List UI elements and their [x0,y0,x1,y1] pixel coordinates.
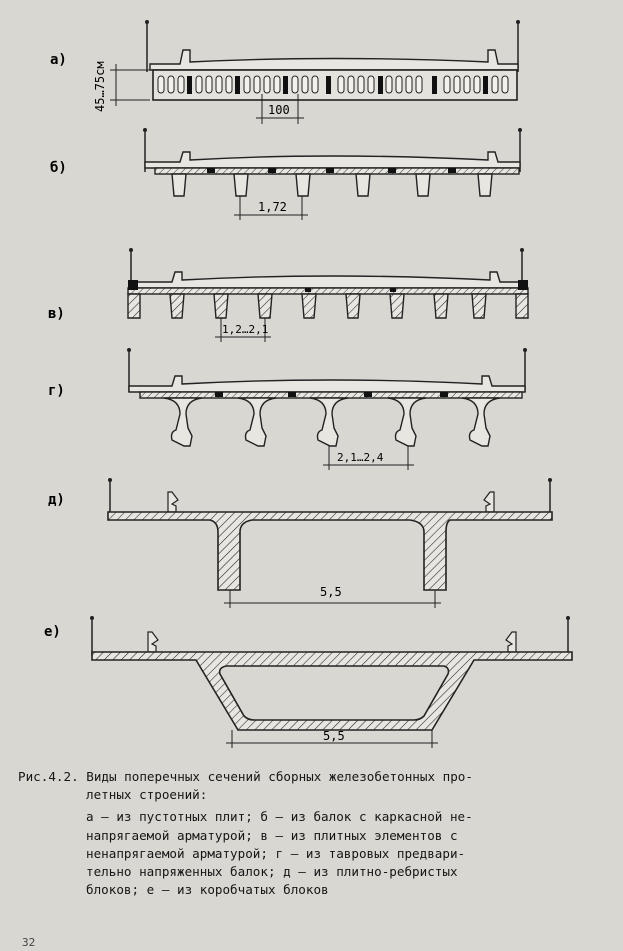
t-beams [163,397,501,447]
joint-marks [207,168,456,173]
beam-ribs [171,173,493,197]
section-e: е) 5,5 [44,616,573,748]
figure-caption: Рис.4.2. Виды поперечных сечений сборных… [18,768,610,899]
section-e-label: е) [44,624,61,640]
section-a-dimension: 100 [268,103,290,117]
section-e-dimension: 5,5 [323,729,345,743]
bridge-cross-sections-figure: а) [44,20,573,748]
caption-body-line: блоков; е – из коробчатых блоков [86,882,329,898]
figure-number: Рис.4.2. [18,769,79,784]
caption-body-line: ненапрягаемой арматурой; г – из тавровых… [86,845,466,861]
joint-marks [187,76,488,94]
section-v: в) 1,2…2,1 [48,248,529,342]
section-v-dimension: 1,2…2,1 [222,323,268,336]
joint-marks [215,392,448,397]
slab-ribs [127,293,529,319]
hollow-voids [157,75,509,94]
section-b-dimension: 1,72 [258,200,287,214]
section-b-label: б) [50,160,67,176]
section-b: б) 1,72 [50,128,522,220]
caption-title-text: Виды поперечных сечений сборных железобе… [86,769,473,784]
section-d-label: д) [48,492,65,508]
caption-body-line: напрягаемой арматурой; в – из плитных эл… [86,827,458,843]
section-g: г) 2,1…2,4 [48,348,527,470]
section-v-label: в) [48,306,65,322]
caption-title-line-1: Рис.4.2. Виды поперечных сечений сборных… [18,768,610,786]
section-g-label: г) [48,383,65,399]
caption-body-line: а – из пустотных плит; б – из балок с ка… [86,809,473,825]
caption-body-line: тельно напряженных балок; д – из плитно-… [86,864,458,880]
section-a-height-dimension: 45…75см [93,61,107,112]
section-g-dimension: 2,1…2,4 [337,451,384,464]
section-d: д) 5,5 [48,478,553,608]
section-d-dimension: 5,5 [320,585,342,599]
page-number: 32 [22,936,36,949]
caption-body: а – из пустотных плит; б – из балок с ка… [18,808,610,899]
section-a: а) [50,20,520,124]
caption-title-line-2: летных строений: [86,787,208,803]
section-a-label: а) [50,52,67,68]
ribbed-block [107,511,553,591]
box-block [91,651,573,731]
